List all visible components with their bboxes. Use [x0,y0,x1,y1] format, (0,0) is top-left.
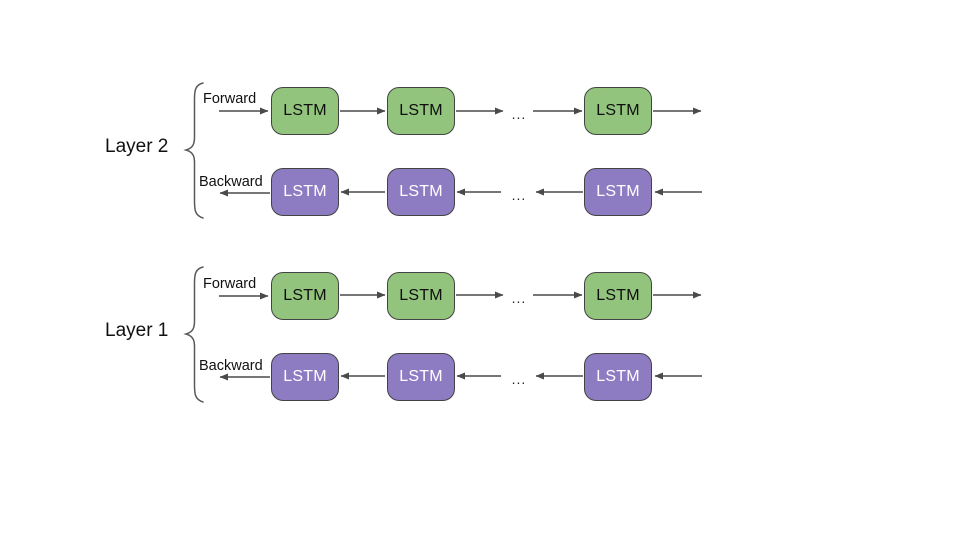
ellipsis-layer2-forward: ... [511,106,527,122]
lstm-cell-layer2-forward-2: LSTM [387,87,455,135]
lstm-cell-layer2-backward-n: LSTM [584,168,652,216]
layer-2-label: Layer 2 [105,136,169,157]
layer-2-brace [183,82,204,219]
lstm-cell-layer2-forward-n: LSTM [584,87,652,135]
lstm-cell-layer1-forward-n: LSTM [584,272,652,320]
lstm-cell-layer1-backward-1: LSTM [271,353,339,401]
ellipsis-layer2-backward: ... [511,187,527,203]
layer-2-forward-label: Forward [203,91,257,107]
layer-1-label: Layer 1 [105,320,169,341]
lstm-cell-layer2-backward-1: LSTM [271,168,339,216]
lstm-cell-layer2-backward-2: LSTM [387,168,455,216]
layer-2-backward-label: Backward [199,174,263,190]
lstm-cell-layer2-forward-1: LSTM [271,87,339,135]
lstm-cell-layer1-forward-1: LSTM [271,272,339,320]
layer-1-forward-label: Forward [203,276,257,292]
lstm-cell-layer1-backward-n: LSTM [584,353,652,401]
lstm-cell-layer1-forward-2: LSTM [387,272,455,320]
lstm-cell-layer1-backward-2: LSTM [387,353,455,401]
ellipsis-layer1-forward: ... [511,290,527,306]
ellipsis-layer1-backward: ... [511,371,527,387]
layer-1-brace [183,266,204,403]
layer-1-backward-label: Backward [199,358,263,374]
